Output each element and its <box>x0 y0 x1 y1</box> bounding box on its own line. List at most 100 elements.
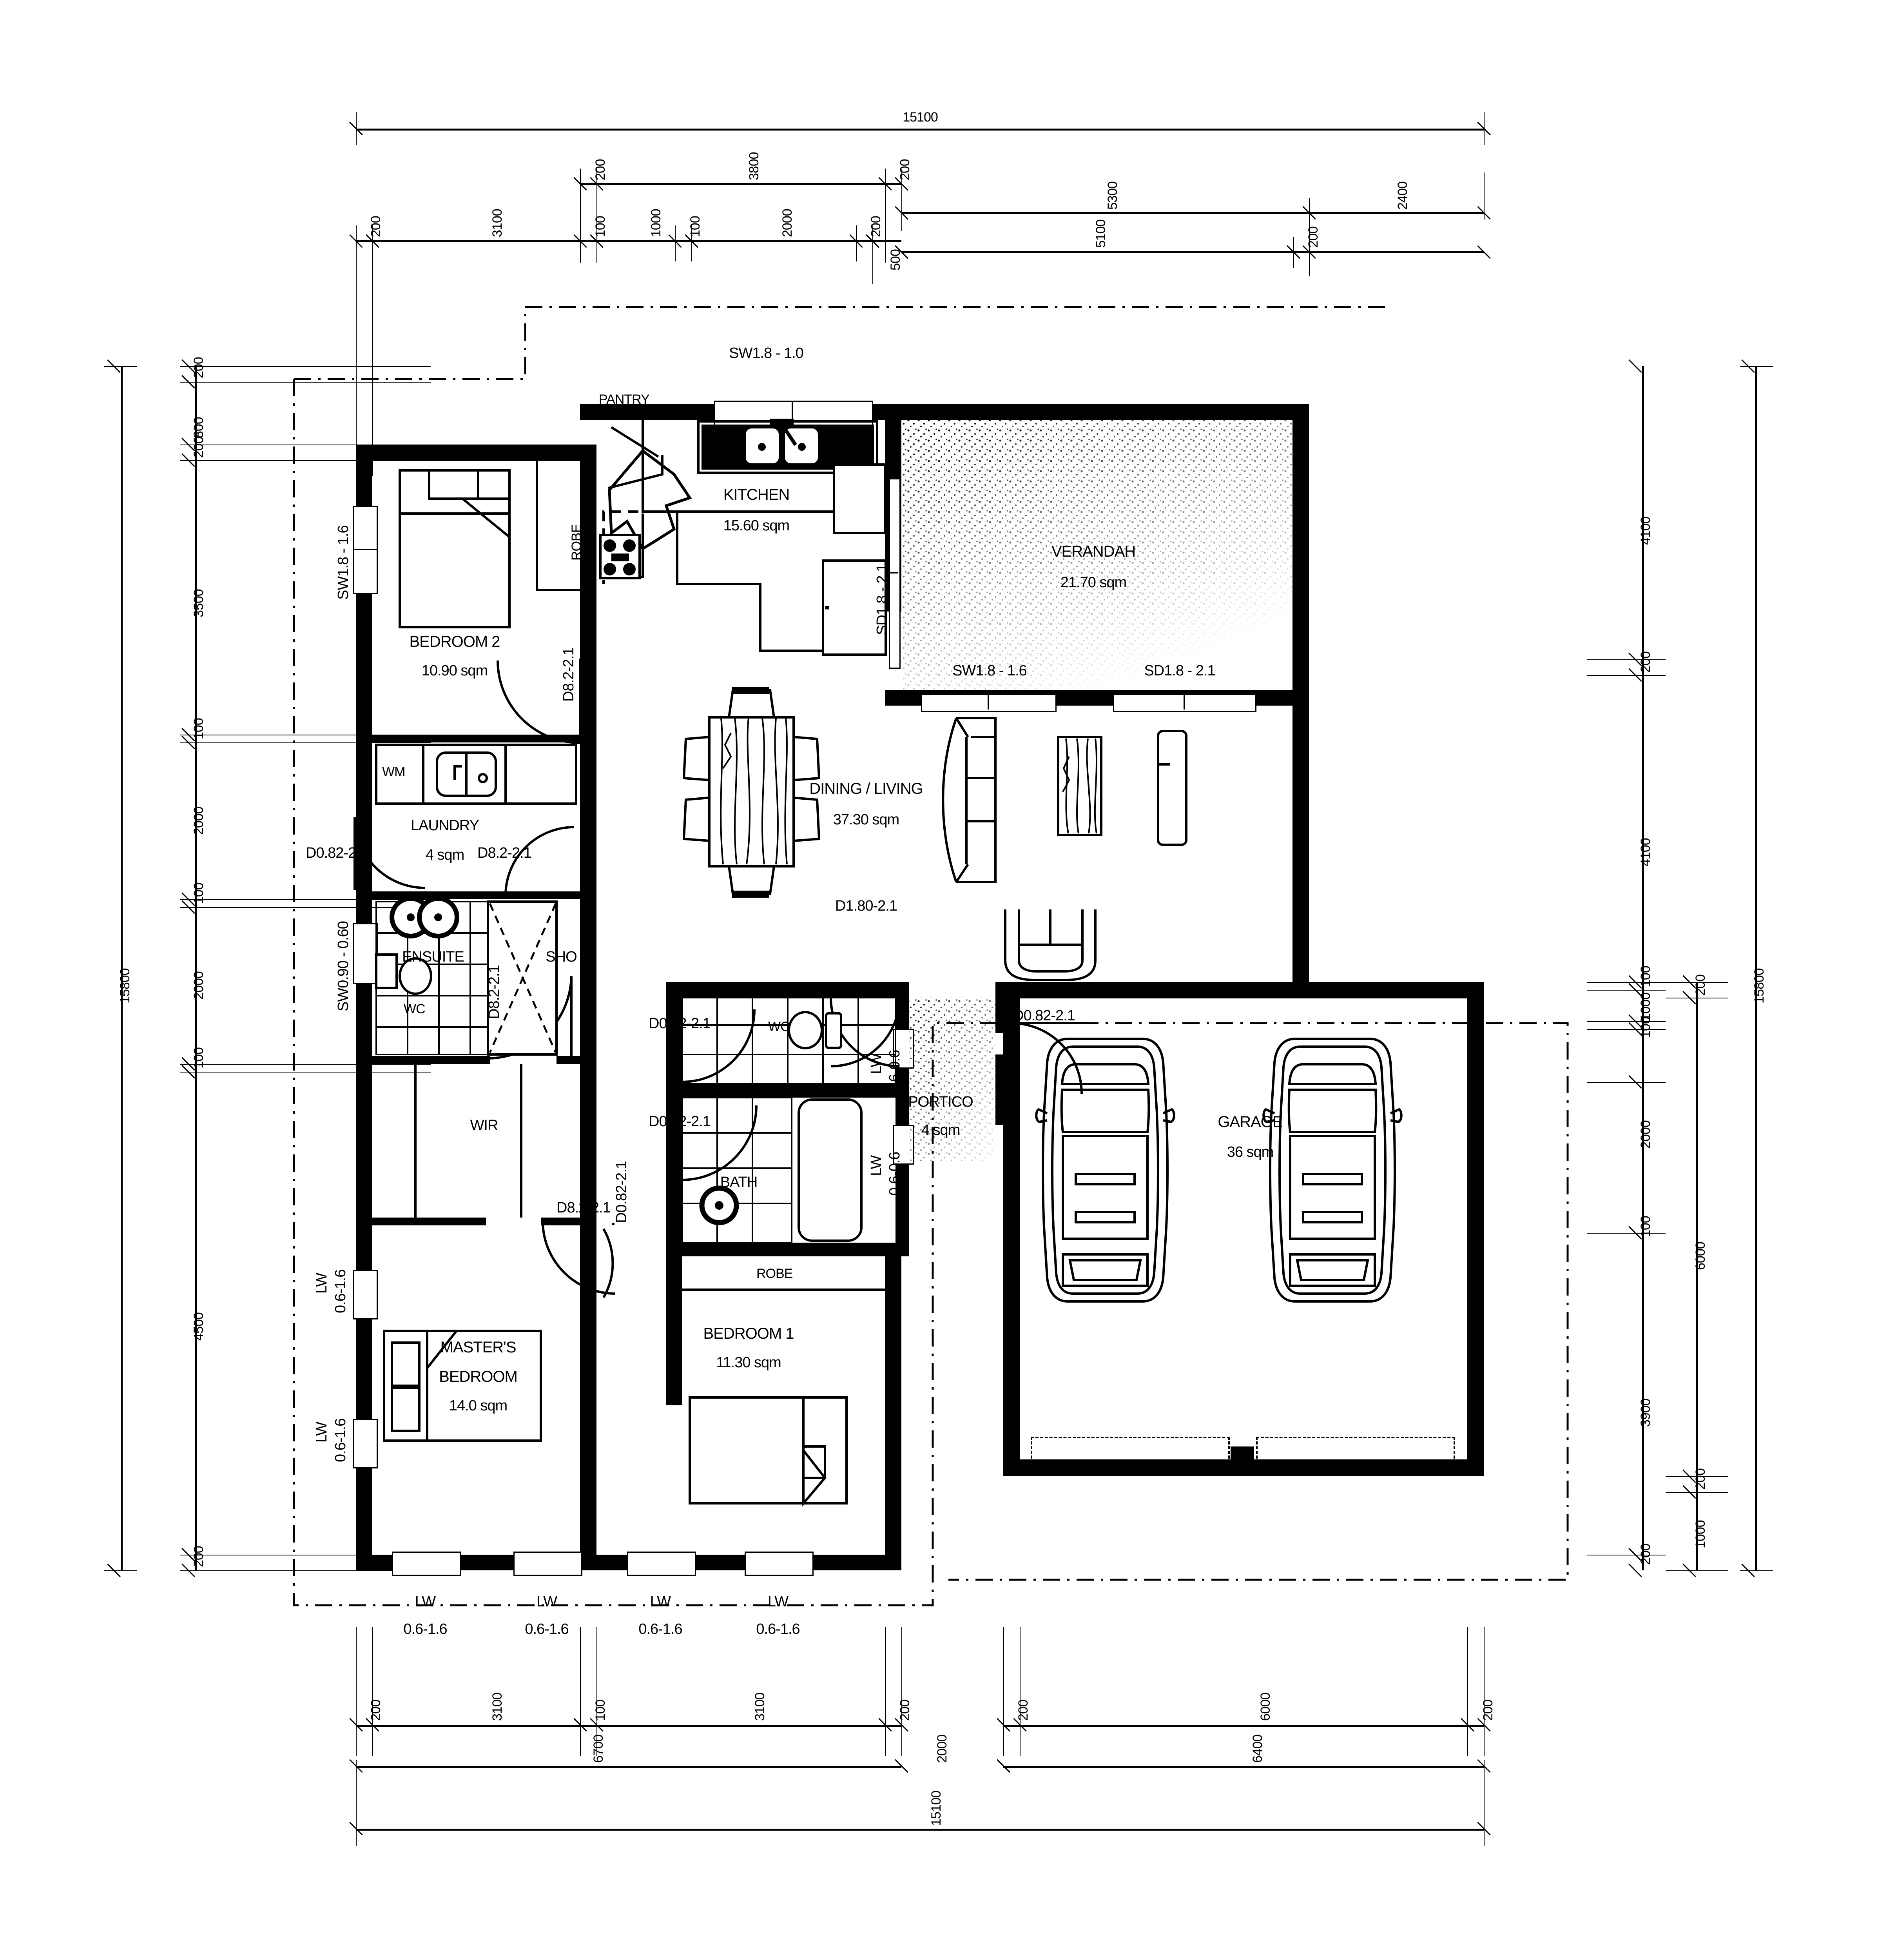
wall-bedroom2-top <box>356 445 596 461</box>
dim-line-top-overall <box>356 129 1485 131</box>
ext-line <box>1666 982 1728 983</box>
label-kitchen: KITCHEN <box>723 486 790 503</box>
window-lw-bottom-2[interactable] <box>513 1552 582 1576</box>
label-robe-bedroom2: ROBE <box>569 524 584 561</box>
ext-line <box>901 169 902 231</box>
wall-bath-left <box>666 982 682 1405</box>
tag-d082-21-laundry: D0.82-2.1 <box>306 845 368 861</box>
ext-line <box>1467 1627 1468 1756</box>
label-dining-living-area: 37.30 sqm <box>833 811 899 828</box>
wall-wc-bottom <box>666 1084 909 1098</box>
slidingdoor-sd18-21-verandah[interactable] <box>1113 694 1256 712</box>
ext-line <box>180 1570 431 1571</box>
tag-d82-21-bedroom2: D8.2-2.1 <box>560 648 577 702</box>
ext-line <box>596 1627 597 1756</box>
tag-lw-master-b-size: 0.6-1.6 <box>332 1418 349 1462</box>
label-wir: WIR <box>470 1117 499 1134</box>
window-lw-master-a[interactable] <box>353 1270 378 1319</box>
ext-line <box>1587 982 1666 983</box>
tag-lw-bottom-1-name: LW <box>415 1593 436 1610</box>
dim-line-top-right-inner <box>901 251 1484 253</box>
ext-line <box>885 1627 886 1756</box>
ext-line <box>872 225 873 284</box>
tag-d072-21-wc: D0.72-2.1 <box>649 1015 711 1032</box>
ext-line <box>180 1072 431 1073</box>
ext-line <box>372 225 373 476</box>
ext-line <box>180 907 431 908</box>
label-masters-line1: MASTER'S <box>440 1339 517 1356</box>
tag-lw-bottom-2-size: 0.6-1.6 <box>525 1621 569 1637</box>
tag-sw18-16-verandah: SW1.8 - 1.6 <box>952 662 1027 679</box>
window-lw-bottom-1[interactable] <box>392 1552 461 1576</box>
window-sw18-16-verandah[interactable] <box>921 694 1057 712</box>
label-garage: GARAGE <box>1218 1113 1283 1131</box>
ext-line <box>180 460 431 461</box>
ext-line <box>1587 1082 1666 1083</box>
tag-lw-bottom-2-name: LW <box>536 1593 557 1610</box>
slidingdoor-sd18-21-left[interactable] <box>889 478 901 669</box>
window-sw18-16-bedroom2-a[interactable] <box>353 506 378 551</box>
dim-line-left-chain <box>195 366 197 1570</box>
window-lw-master-b[interactable] <box>353 1419 378 1468</box>
wall-verandah-right <box>1292 404 1309 706</box>
door-mullion <box>889 572 898 573</box>
wall-laundry-right <box>580 735 596 899</box>
ext-line <box>1020 1627 1021 1756</box>
ext-line <box>180 742 431 743</box>
label-wc-ensuite: WC <box>404 1002 426 1016</box>
label-bath: BATH <box>720 1174 758 1191</box>
dim-line-top-right <box>901 212 1484 214</box>
wall-wir-bottom-left <box>372 1218 486 1225</box>
window-lw-bottom-3[interactable] <box>627 1552 696 1576</box>
garage-door-right[interactable] <box>1256 1437 1455 1468</box>
label-garage-area: 36 sqm <box>1227 1144 1274 1160</box>
tag-lw-master-a-name: LW <box>314 1273 330 1294</box>
label-laundry-area: 4 sqm <box>425 847 464 863</box>
label-masters-area: 14.0 sqm <box>449 1397 508 1414</box>
ext-line <box>1740 1570 1773 1571</box>
wall-bedroom1-right <box>885 1256 901 1570</box>
dim-line-right-outer <box>1696 982 1698 1570</box>
dim-line-bottom-c <box>356 1766 901 1768</box>
ext-line <box>1484 1627 1485 1756</box>
wall-exterior-left <box>356 445 372 1570</box>
ext-line <box>1587 1233 1666 1234</box>
label-bedroom1-area: 11.30 sqm <box>716 1354 781 1371</box>
tag-lw-master-a-size: 0.6-1.6 <box>332 1269 349 1313</box>
window-lw-bottom-4[interactable] <box>745 1552 814 1576</box>
wall-garage-left <box>1003 982 1020 1476</box>
wall-living-right <box>1292 706 1309 998</box>
garage-door-left[interactable] <box>1031 1437 1230 1468</box>
tag-sw18-16-left: SW1.8 - 1.6 <box>335 525 352 600</box>
tag-lw-portico-b-name: LW <box>868 1155 885 1176</box>
ext-line <box>856 225 857 261</box>
window-mullion <box>988 694 989 710</box>
tag-lw-bottom-1-size: 0.6-1.6 <box>403 1621 447 1637</box>
dim-line-bottom-overall <box>356 1829 1485 1831</box>
tag-sw18-10: SW1.8 - 1.0 <box>729 345 804 361</box>
ext-line <box>1666 1492 1728 1493</box>
label-bedroom2-area: 10.90 sqm <box>421 662 488 679</box>
dim-line-top-mid <box>580 183 901 185</box>
label-portico-area: 4 sqm <box>921 1122 960 1138</box>
window-mullion <box>792 401 793 423</box>
tag-lw-portico-b-size: 0.6-0.6 <box>886 1152 903 1196</box>
dim-line-bottom-d <box>1003 1766 1484 1768</box>
ext-line <box>580 169 581 263</box>
tag-sw090-060: SW0.90 - 0.60 <box>335 921 352 1011</box>
wall-wc-top <box>666 982 909 998</box>
wall-garage-door-pier <box>1231 1446 1254 1476</box>
dim-line-bottom-a <box>356 1725 901 1727</box>
label-verandah: VERANDAH <box>1051 543 1136 560</box>
ext-line <box>580 1627 581 1756</box>
ext-line <box>1484 172 1485 220</box>
window-sw18-16-bedroom2-b[interactable] <box>353 549 378 594</box>
wall-garage-right <box>1467 982 1484 1476</box>
label-robe-bedroom1: ROBE <box>756 1266 793 1281</box>
ext-line <box>1587 1021 1666 1022</box>
label-kitchen-area: 15.60 sqm <box>723 517 790 534</box>
dim-line-right-chain <box>1642 366 1644 1570</box>
tag-lw-portico-a-name: LW <box>868 1053 885 1074</box>
